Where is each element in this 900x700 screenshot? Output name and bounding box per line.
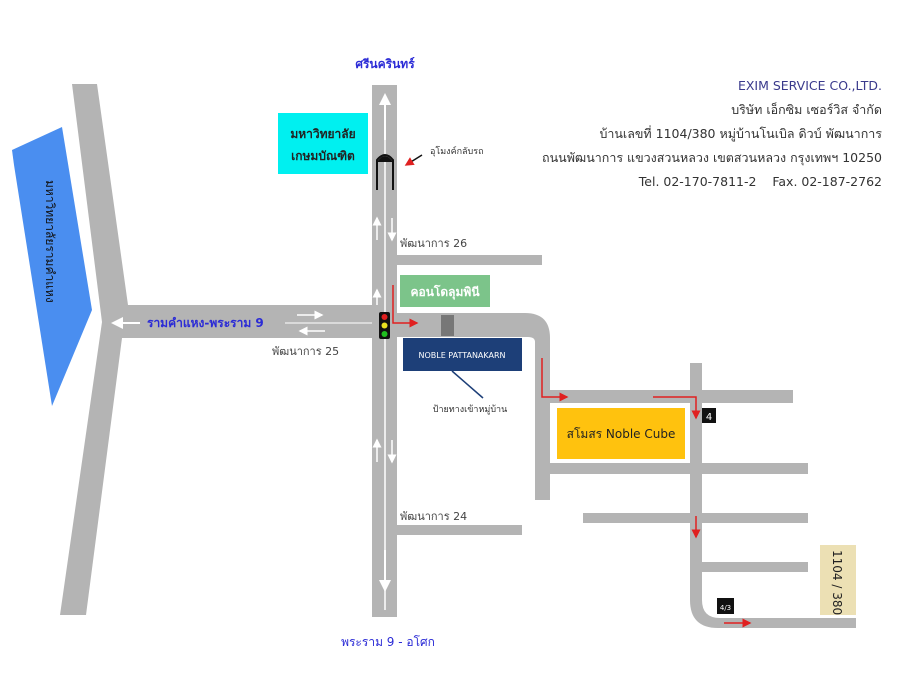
soi-26-road bbox=[397, 255, 542, 265]
road-label-soi-25: พัฒนาการ 25 bbox=[272, 345, 339, 358]
road-label-ramkhamhaeng-rama9: รามคำแหง-พระราม 9 bbox=[147, 316, 264, 330]
tunnel-pointer bbox=[404, 154, 423, 166]
contact-line: Tel. 02-170-7811-2 Fax. 02-187-2762 bbox=[638, 174, 882, 189]
noble-cube-clubhouse bbox=[557, 408, 685, 459]
lumpini-condo bbox=[400, 275, 490, 307]
company-name-th: บริษัท เอ็กซิม เซอร์วิส จำกัด bbox=[731, 102, 882, 117]
route-path bbox=[392, 285, 752, 628]
university-label: เกษมบัณฑิต bbox=[291, 149, 355, 163]
address-line-1: บ้านเลขที่ 1104/380 หมู่บ้านโนเบิล ดิวบ์… bbox=[599, 126, 882, 141]
condo-label: คอนโดลุมพินี bbox=[410, 284, 480, 300]
road-label-soi-24: พัฒนาการ 24 bbox=[400, 510, 467, 523]
marker-4-3-label: 4/3 bbox=[720, 604, 731, 612]
company-name-en: EXIM SERVICE CO.,LTD. bbox=[737, 78, 882, 93]
tunnel-label: อุโมงค์กลับรถ bbox=[430, 145, 484, 157]
road-label-soi-26: พัฒนาการ 26 bbox=[400, 237, 467, 250]
marker-4 bbox=[702, 408, 716, 423]
soi-24-road bbox=[397, 525, 522, 535]
left-road bbox=[60, 84, 372, 615]
u-turn-tunnel-icon bbox=[376, 154, 394, 190]
kasem-bundit-university bbox=[278, 113, 368, 174]
address-line-2: ถนนพัฒนาการ แขวงสวนหลวง เขตสวนหลวง กรุงเ… bbox=[542, 150, 882, 165]
noble-pattanakarn-sign bbox=[403, 338, 522, 371]
traffic-light-icon bbox=[379, 312, 390, 339]
village-gate bbox=[441, 315, 454, 336]
village-sign-label: NOBLE PATTANAKARN bbox=[418, 351, 505, 360]
village-lane bbox=[700, 562, 808, 572]
ramkhamhaeng-area bbox=[12, 127, 92, 406]
marker-4-3 bbox=[717, 598, 734, 614]
road-label-rama9-asok: พระราม 9 - อโศก bbox=[341, 635, 435, 649]
village-lane bbox=[550, 463, 808, 474]
destination-house bbox=[820, 545, 856, 615]
road-label-srinakarin: ศรีนครินทร์ bbox=[355, 57, 415, 71]
university-label: มหาวิทยาลัย bbox=[290, 127, 355, 141]
marker-4-label: 4 bbox=[706, 412, 712, 423]
company-info: EXIM SERVICE CO.,LTD. บริษัท เอ็กซิม เซอ… bbox=[542, 74, 882, 194]
sign-note: ป้ายทางเข้าหมู่บ้าน bbox=[433, 404, 508, 415]
destination-label: 1104 / 380 bbox=[830, 550, 844, 615]
ramkhamhaeng-label: มหาวิทยาลัยรามคำแหง bbox=[43, 180, 57, 303]
clubhouse-label: สโมสร Noble Cube bbox=[567, 427, 676, 441]
village-road bbox=[397, 313, 550, 500]
